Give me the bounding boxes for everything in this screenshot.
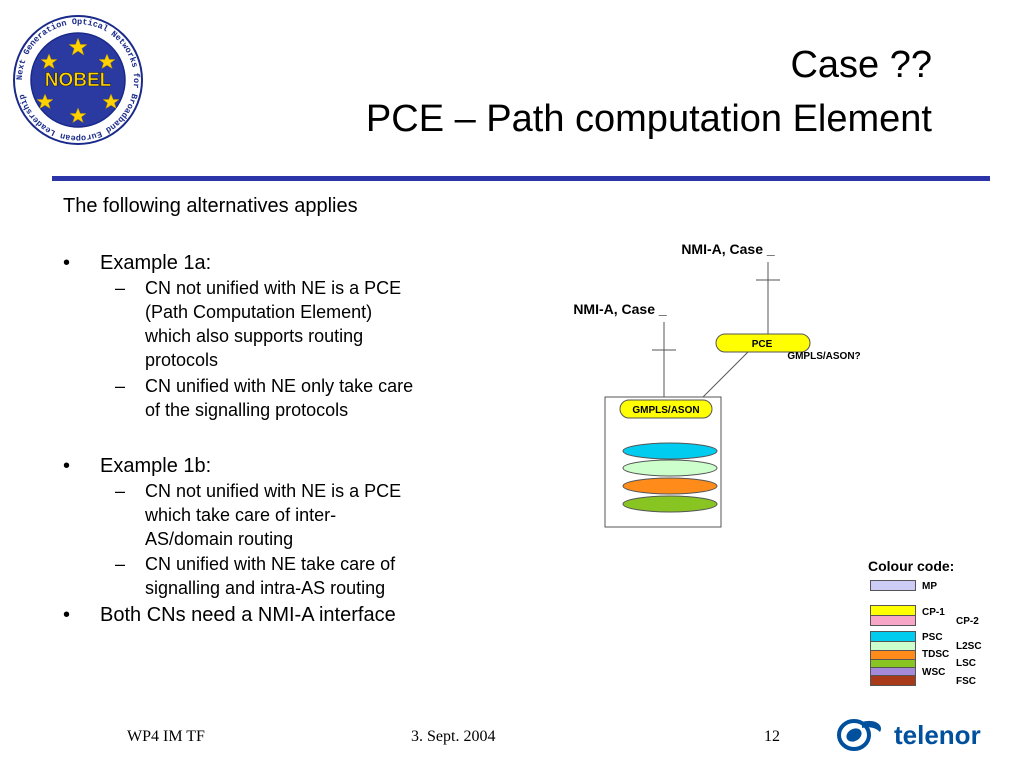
legend-label-lsc: LSC	[956, 658, 976, 669]
intro-text: The following alternatives applies	[63, 195, 358, 217]
page-number: 12	[764, 728, 780, 745]
pce-diagram: NMI-A, Case _ NMI-A, Case _ PCE GMPLS/AS…	[573, 241, 861, 528]
legend-label-l2sc: L2SC	[956, 641, 982, 652]
pce-sub-label: GMPLS/ASON?	[787, 351, 860, 362]
bullet-example-1a: • Example 1a:	[63, 251, 212, 275]
bullet-text: Both CNs need a NMI-A interface	[100, 604, 396, 626]
layer-tdsc	[622, 477, 718, 495]
gmpls-block	[619, 399, 713, 419]
label-nmi-a-left: NMI-A, Case _	[573, 301, 667, 317]
legend-label-mp: MP	[922, 581, 937, 592]
telenor-propeller-icon	[837, 719, 882, 751]
swatch-fsc	[870, 675, 916, 686]
title-divider	[52, 176, 990, 181]
sub-bullet-1b-1: – CN not unified with NE is a PCE which …	[115, 481, 402, 549]
colour-code-title: Colour code:	[868, 558, 955, 574]
bullet-marker: •	[63, 252, 71, 274]
bullet-example-1b: • Example 1b:	[63, 454, 212, 478]
swatch-mp	[870, 580, 916, 591]
sub-bullet-1a-2: – CN unified with NE only take care of t…	[115, 376, 414, 420]
legend-label-tdsc: TDSC	[922, 649, 950, 660]
slide-title-line1: Case ??	[790, 44, 932, 86]
label-nmi-a-top: NMI-A, Case _	[681, 241, 775, 257]
bullet-nmi-a: • Both CNs need a NMI-A interface	[63, 603, 396, 627]
bullet-text: Example 1b:	[100, 455, 212, 477]
svg-text:PCE: PCE	[752, 339, 773, 350]
telenor-logo: telenor	[837, 719, 981, 751]
slide-title-line2: PCE – Path computation Element	[365, 98, 932, 140]
telenor-wordmark: telenor	[894, 720, 981, 750]
legend-label-wsc: WSC	[922, 667, 946, 678]
bullet-marker: •	[63, 604, 71, 626]
swatch-cp2	[870, 615, 916, 626]
nobel-logo: Next Generation Optical Networks for Bro…	[13, 15, 143, 145]
sub-bullet-1b-2: – CN unified with NE take care of signal…	[115, 554, 396, 598]
sub-bullet-1a-1: – CN not unified with NE is a PCE (Path …	[115, 278, 402, 370]
pce-block	[715, 333, 811, 353]
legend-label-fsc: FSC	[956, 676, 976, 687]
bullet-marker: •	[63, 455, 71, 477]
legend-label-cp2: CP-2	[956, 616, 979, 627]
bullet-text: Example 1a:	[100, 252, 212, 274]
layer-l2sc	[622, 459, 718, 477]
footer-date: 3. Sept. 2004	[411, 728, 496, 745]
line-pce-link	[697, 351, 749, 403]
legend-label-psc: PSC	[922, 632, 943, 643]
svg-text:GMPLS/ASON: GMPLS/ASON	[632, 405, 699, 416]
layer-psc	[622, 442, 718, 460]
layer-lsc	[622, 495, 718, 513]
logo-name: NOBEL	[45, 70, 112, 91]
footer-workgroup: WP4 IM TF	[127, 728, 205, 745]
legend-label-cp1: CP-1	[922, 607, 945, 618]
